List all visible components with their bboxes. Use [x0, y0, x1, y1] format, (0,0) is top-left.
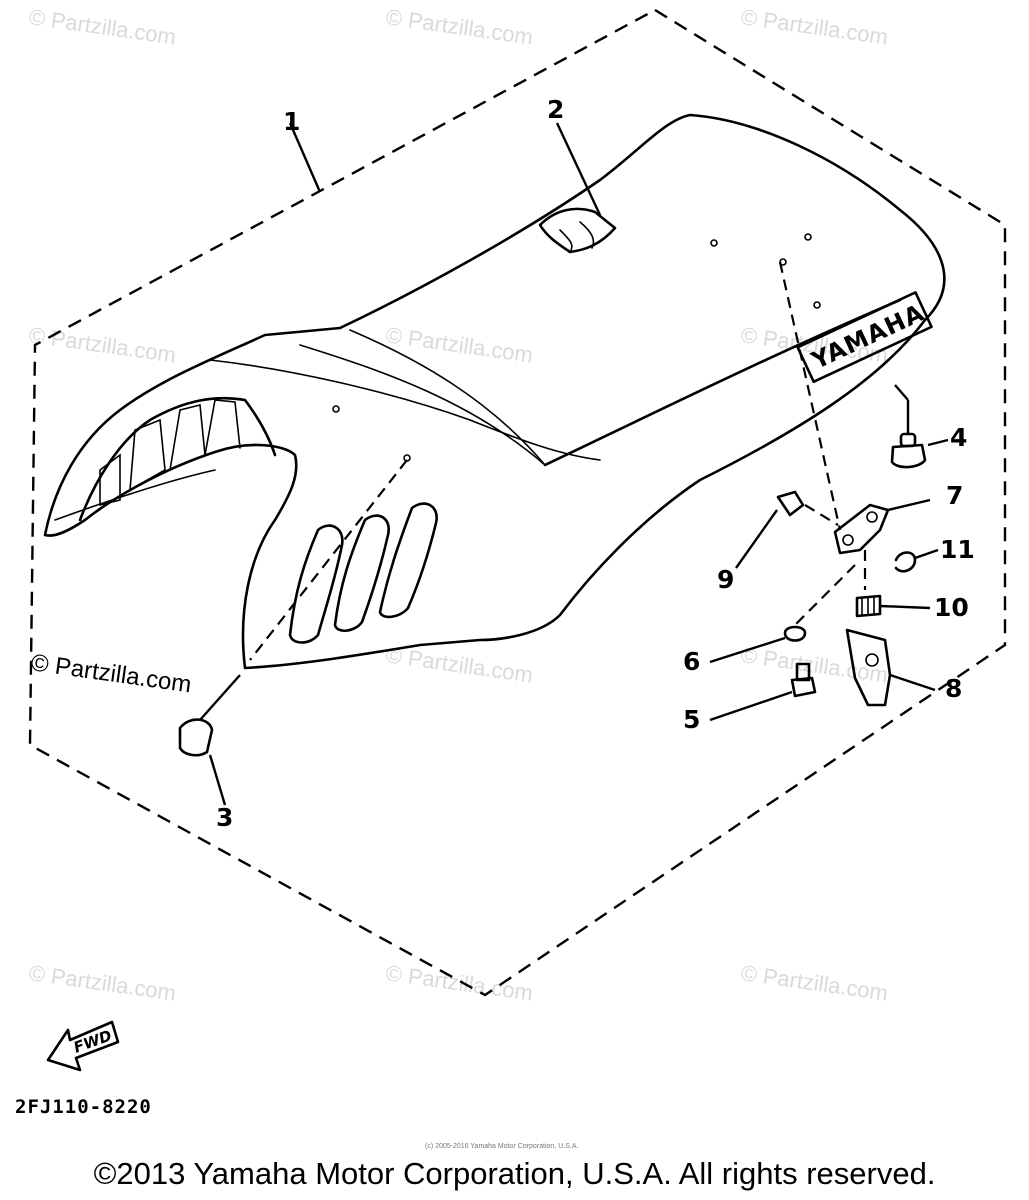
- leader-lines: [199, 122, 949, 806]
- watermark: © Partzilla.com: [27, 4, 177, 49]
- callout-1: 1: [283, 107, 300, 136]
- callout-labels: 1 2 3 4 5 6 7 8 9 10 11: [216, 95, 975, 832]
- callout-6: 6: [683, 647, 700, 676]
- hardware-parts: [178, 432, 927, 757]
- watermark: © Partzilla.com: [384, 4, 534, 49]
- callout-8: 8: [945, 674, 962, 703]
- fwd-arrow-icon: [46, 1020, 120, 1072]
- watermark: © Partzilla.com: [384, 322, 534, 367]
- watermark: © Partzilla.com: [739, 960, 889, 1005]
- watermark: © Partzilla.com: [739, 642, 889, 687]
- tiny-credit: (c) 2005-2016 Yamaha Motor Corporation, …: [425, 1143, 578, 1150]
- callout-2: 2: [547, 95, 564, 124]
- parts-diagram: © Partzilla.com © Partzilla.com © Partzi…: [15, 4, 1007, 1150]
- bolt-part-5: [790, 676, 817, 698]
- callout-5: 5: [683, 705, 700, 734]
- callout-11: 11: [940, 535, 975, 564]
- mounting-hole: [710, 239, 718, 247]
- callout-7: 7: [946, 481, 963, 510]
- grommet-part-3: [178, 718, 214, 757]
- copyright-notice: ©2013 Yamaha Motor Corporation, U.S.A. A…: [93, 1156, 936, 1191]
- bolt-part-9: [776, 490, 805, 517]
- diagram-code: 2FJ110-8220: [15, 1096, 152, 1118]
- watermark: © Partzilla.com: [384, 642, 534, 687]
- assembly-boundary: [28, 8, 1007, 997]
- watermark: © Partzilla.com: [27, 322, 177, 367]
- callout-9: 9: [717, 565, 734, 594]
- watermark: © Partzilla.com: [27, 960, 177, 1005]
- latch-part-8: [845, 628, 892, 707]
- callout-3: 3: [216, 803, 233, 832]
- watermark: © Partzilla.com: [739, 4, 889, 49]
- watermark-layer: © Partzilla.com © Partzilla.com © Partzi…: [27, 4, 889, 1005]
- yamaha-logo-box: [796, 291, 933, 384]
- callout-10: 10: [934, 593, 969, 622]
- forward-arrow: FWD: [46, 1020, 120, 1072]
- mounting-hole: [813, 301, 821, 309]
- watermark-large: © Partzilla.com: [29, 649, 193, 698]
- clip-part-11: [894, 551, 917, 573]
- spring-part-10: [855, 594, 882, 618]
- washer-part-6: [783, 625, 807, 642]
- bracket-part-7: [833, 503, 890, 555]
- callout-4: 4: [950, 423, 967, 452]
- mounting-hole: [804, 233, 812, 241]
- damper-part-4: [890, 443, 927, 469]
- mounting-hole: [332, 405, 340, 413]
- watermark: © Partzilla.com: [384, 960, 534, 1005]
